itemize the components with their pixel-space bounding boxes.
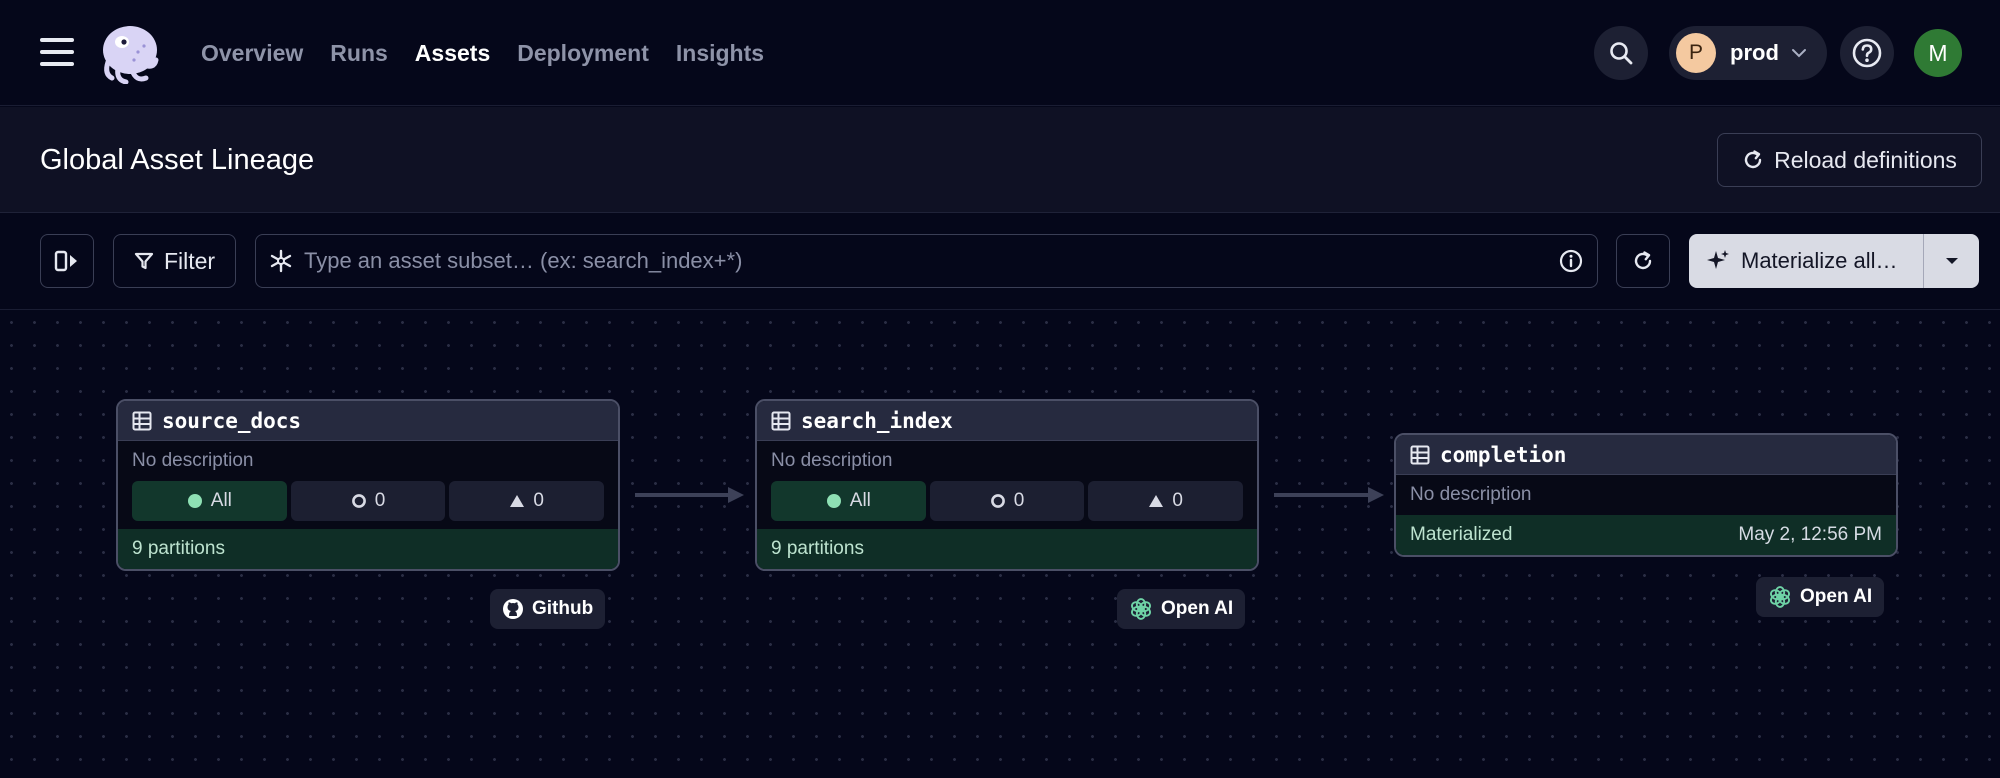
reload-definitions-button[interactable]: Reload definitions — [1717, 133, 1982, 187]
asset-name: search_index — [801, 408, 953, 433]
materialize-all-label: Materialize all… — [1741, 248, 1898, 273]
filter-icon — [134, 252, 154, 270]
stat-all-label: All — [849, 490, 871, 511]
search-icon — [1610, 42, 1633, 65]
stat-failed-partitions[interactable]: 0 — [449, 481, 605, 521]
nav-link-insights[interactable]: Insights — [675, 39, 765, 66]
stat-failed-partitions[interactable]: 0 — [1088, 481, 1244, 521]
edge-source-docs-to-search-index — [635, 487, 744, 503]
nav-link-assets[interactable]: Assets — [414, 39, 491, 66]
stat-missing-partitions[interactable]: 0 — [929, 481, 1085, 521]
chevron-down-icon — [1791, 49, 1806, 58]
refresh-icon — [1634, 251, 1652, 270]
kind-tag-openai[interactable]: Open AI — [1117, 589, 1246, 629]
kind-tag-label: Open AI — [1161, 598, 1234, 619]
table-icon — [132, 411, 152, 430]
materialized-dot-icon — [826, 494, 841, 508]
warning-triangle-icon — [1149, 495, 1164, 507]
kind-tag-label: Open AI — [1800, 586, 1873, 607]
reload-definitions-label: Reload definitions — [1774, 146, 1957, 173]
asset-description: No description — [1410, 484, 1532, 505]
materialization-status-label: Materialized — [1410, 524, 1513, 545]
asset-graph-canvas[interactable]: source_docs No description All 0 0 9 par… — [0, 311, 2000, 778]
stat-all-partitions[interactable]: All — [771, 481, 926, 521]
table-icon — [1410, 445, 1430, 464]
menu-icon[interactable] — [40, 38, 74, 66]
materialized-dot-icon — [187, 494, 202, 508]
environment-selector[interactable]: P prod — [1669, 26, 1827, 80]
kind-tag-openai[interactable]: Open AI — [1756, 577, 1885, 617]
nav-link-runs[interactable]: Runs — [330, 39, 388, 66]
info-icon[interactable] — [1559, 249, 1583, 273]
toggle-sidebar-button[interactable] — [40, 234, 94, 288]
github-icon — [503, 599, 523, 619]
stat-all-partitions[interactable]: All — [132, 481, 287, 521]
search-button[interactable] — [1594, 26, 1648, 80]
partition-count-label: 9 partitions — [771, 538, 864, 559]
filter-label: Filter — [163, 247, 216, 274]
environment-avatar: P — [1676, 33, 1716, 73]
materialize-all-split-button: Materialize all… — [1689, 234, 1979, 288]
sparkle-icon — [1707, 250, 1729, 269]
asset-name: completion — [1440, 442, 1567, 467]
stat-missing-partitions[interactable]: 0 — [290, 481, 446, 521]
table-icon — [771, 411, 791, 430]
warning-triangle-icon — [510, 495, 525, 507]
asset-selection-icon — [270, 249, 292, 273]
top-navigation-bar: Overview Runs Assets Deployment Insights… — [0, 0, 2000, 106]
asset-selection-input[interactable] — [304, 248, 1559, 274]
stat-failed-count: 0 — [533, 490, 544, 511]
stat-missing-count: 0 — [1013, 490, 1025, 511]
page-title: Global Asset Lineage — [40, 144, 315, 176]
asset-node-search-index[interactable]: search_index No description All 0 0 9 pa… — [755, 399, 1259, 571]
refresh-icon — [1744, 150, 1762, 169]
caret-down-icon — [1945, 258, 1958, 264]
materialize-all-button[interactable]: Materialize all… — [1689, 234, 1923, 288]
filter-button[interactable]: Filter — [113, 234, 236, 288]
environment-label: prod — [1730, 40, 1779, 65]
split-divider — [1923, 234, 1924, 288]
asset-materialization-status: Materialized May 2, 12:56 PM — [1396, 515, 1896, 555]
asset-node-header: search_index — [757, 401, 1257, 441]
asset-description: No description — [771, 450, 893, 471]
missing-ring-icon — [351, 494, 366, 508]
kind-tag-github[interactable]: Github — [490, 589, 606, 629]
help-button[interactable] — [1840, 26, 1894, 80]
sidebar-toggle-icon — [54, 250, 77, 272]
materialization-timestamp[interactable]: May 2, 12:56 PM — [1738, 524, 1882, 545]
asset-node-source-docs[interactable]: source_docs No description All 0 0 9 par… — [116, 399, 620, 571]
help-icon — [1852, 38, 1882, 68]
openai-icon — [1131, 598, 1151, 620]
partition-count-label: 9 partitions — [132, 538, 225, 559]
page-header: Global Asset Lineage Reload definitions — [0, 107, 2000, 213]
asset-partition-count: 9 partitions — [118, 529, 618, 569]
refresh-graph-button[interactable] — [1616, 234, 1670, 288]
asset-selection-input-box — [255, 234, 1598, 288]
asset-node-header: completion — [1396, 435, 1896, 475]
materialize-options-dropdown[interactable] — [1924, 234, 1979, 288]
stat-all-label: All — [210, 490, 232, 511]
nav-link-deployment[interactable]: Deployment — [517, 39, 649, 66]
missing-ring-icon — [990, 494, 1005, 508]
lineage-edges — [635, 487, 1384, 503]
graph-toolbar: Filter Materialize all… — [0, 214, 2000, 310]
main-nav-links: Overview Runs Assets Deployment Insights — [201, 0, 764, 106]
kind-tag-label: Github — [532, 598, 594, 619]
asset-node-completion[interactable]: completion No description Materialized M… — [1394, 433, 1898, 557]
asset-name: source_docs — [162, 408, 302, 433]
nav-link-overview[interactable]: Overview — [201, 39, 304, 66]
stat-failed-count: 0 — [1172, 490, 1183, 511]
user-avatar[interactable]: M — [1914, 29, 1962, 77]
partition-stats: All 0 0 — [757, 481, 1257, 529]
stat-missing-count: 0 — [374, 490, 386, 511]
asset-description: No description — [132, 450, 254, 471]
asset-partition-count: 9 partitions — [757, 529, 1257, 569]
partition-stats: All 0 0 — [118, 481, 618, 529]
asset-node-header: source_docs — [118, 401, 618, 441]
dagster-logo[interactable] — [98, 22, 162, 85]
edge-search-index-to-completion — [1274, 487, 1384, 503]
openai-icon — [1770, 586, 1790, 608]
